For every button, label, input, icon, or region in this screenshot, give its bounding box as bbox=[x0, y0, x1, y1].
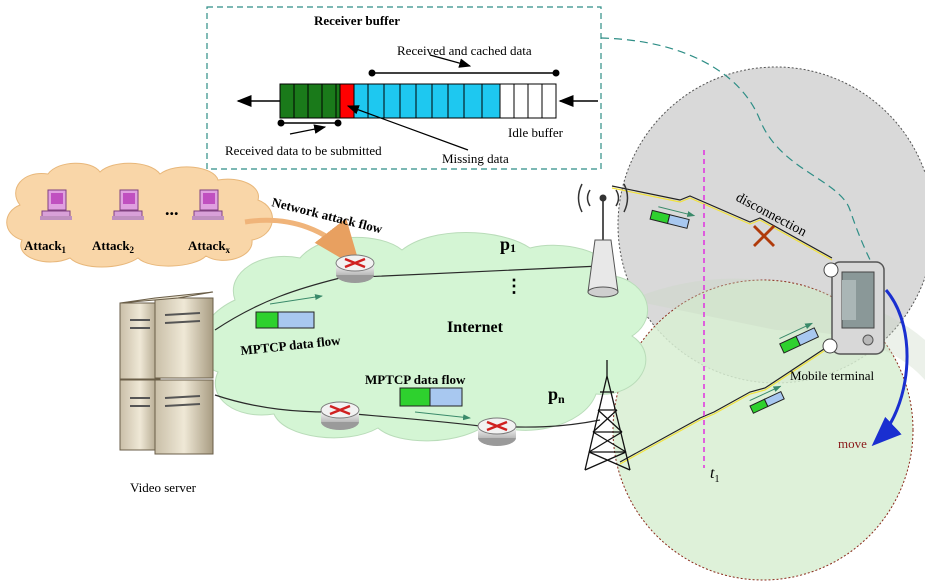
path-ellipsis: ⋮ bbox=[505, 276, 523, 296]
mptcp-flow-2-label: MPTCP data flow bbox=[365, 372, 466, 387]
bracket-dot bbox=[552, 69, 560, 77]
attack-flow-arrow bbox=[244, 217, 362, 270]
mobile-terminal-label: Mobile terminal bbox=[790, 368, 875, 383]
router-3 bbox=[477, 417, 517, 446]
cell-tower bbox=[584, 360, 631, 471]
missing-pointer bbox=[346, 105, 469, 151]
attacker-computer-2 bbox=[112, 189, 144, 220]
bracket-dot bbox=[368, 69, 376, 77]
move-arrow bbox=[871, 289, 909, 447]
bracket-dot bbox=[277, 119, 285, 127]
coverage-area-cellular bbox=[612, 279, 914, 581]
buffer-cell-submitted bbox=[321, 83, 337, 119]
buffer-cell-submitted bbox=[307, 83, 323, 119]
router-2 bbox=[320, 401, 360, 430]
attacker-x-label: Attackx bbox=[188, 238, 231, 255]
idle-buffer-label: Idle buffer bbox=[508, 125, 564, 140]
wifi-link-zigzag bbox=[611, 185, 833, 259]
mobile-terminal bbox=[822, 261, 885, 355]
wifi-access-point bbox=[577, 183, 629, 298]
internet-cloud bbox=[198, 232, 649, 442]
attacker-1-label: Attack1 bbox=[24, 238, 67, 255]
buffer-title: Receiver buffer bbox=[314, 13, 400, 28]
to-submit-label: Received data to be submitted bbox=[225, 143, 382, 158]
packet-wifi-link bbox=[649, 206, 696, 229]
buffer-cell-idle bbox=[541, 83, 557, 119]
internet-label: Internet bbox=[447, 319, 504, 336]
buffer-cell-submitted bbox=[293, 83, 309, 119]
router-attacked bbox=[335, 254, 375, 283]
buffer-cell-cached bbox=[367, 83, 501, 119]
attacker-2-label: Attack2 bbox=[92, 238, 135, 255]
path-pn-label: pn bbox=[548, 384, 565, 406]
bracket-dot bbox=[334, 119, 342, 127]
path-p1-label: p1 bbox=[500, 234, 516, 255]
cellular-link-zigzag-yellow bbox=[619, 346, 831, 465]
buffer-cell-idle bbox=[527, 83, 543, 119]
attack-flow-label: Network attack flow bbox=[270, 194, 384, 236]
attackers-ellipsis: ... bbox=[165, 199, 179, 219]
video-server-label: Video server bbox=[130, 480, 197, 495]
packet-terminal bbox=[779, 322, 820, 354]
move-label: move bbox=[838, 436, 867, 451]
mptcp-packet-1 bbox=[255, 294, 323, 329]
buffer-cell-missing bbox=[339, 83, 355, 119]
packet-cellular-link bbox=[749, 385, 785, 414]
buffer-cell-submitted bbox=[335, 83, 341, 119]
path-p1-line bbox=[214, 265, 601, 331]
buffer-cell-submitted bbox=[279, 83, 295, 119]
t1-label: t1 bbox=[710, 465, 719, 485]
missing-data-label: Missing data bbox=[442, 151, 509, 166]
disconnection-mark bbox=[753, 225, 775, 247]
path-pn-line bbox=[214, 394, 601, 428]
video-server bbox=[119, 291, 214, 455]
attacker-computer-x bbox=[192, 189, 224, 220]
received-cached-label: Received and cached data bbox=[397, 43, 532, 58]
cellular-link-zigzag bbox=[619, 344, 831, 463]
buffer-cell-idle bbox=[513, 83, 529, 119]
buffer-cell-idle bbox=[499, 83, 515, 119]
attacker-computer-1 bbox=[40, 189, 72, 220]
cached-pointer bbox=[429, 54, 472, 68]
buffer-callout-line bbox=[600, 37, 876, 271]
submit-pointer bbox=[289, 124, 327, 135]
mptcp-packet-2 bbox=[399, 387, 471, 421]
buffer-bar bbox=[279, 83, 557, 119]
